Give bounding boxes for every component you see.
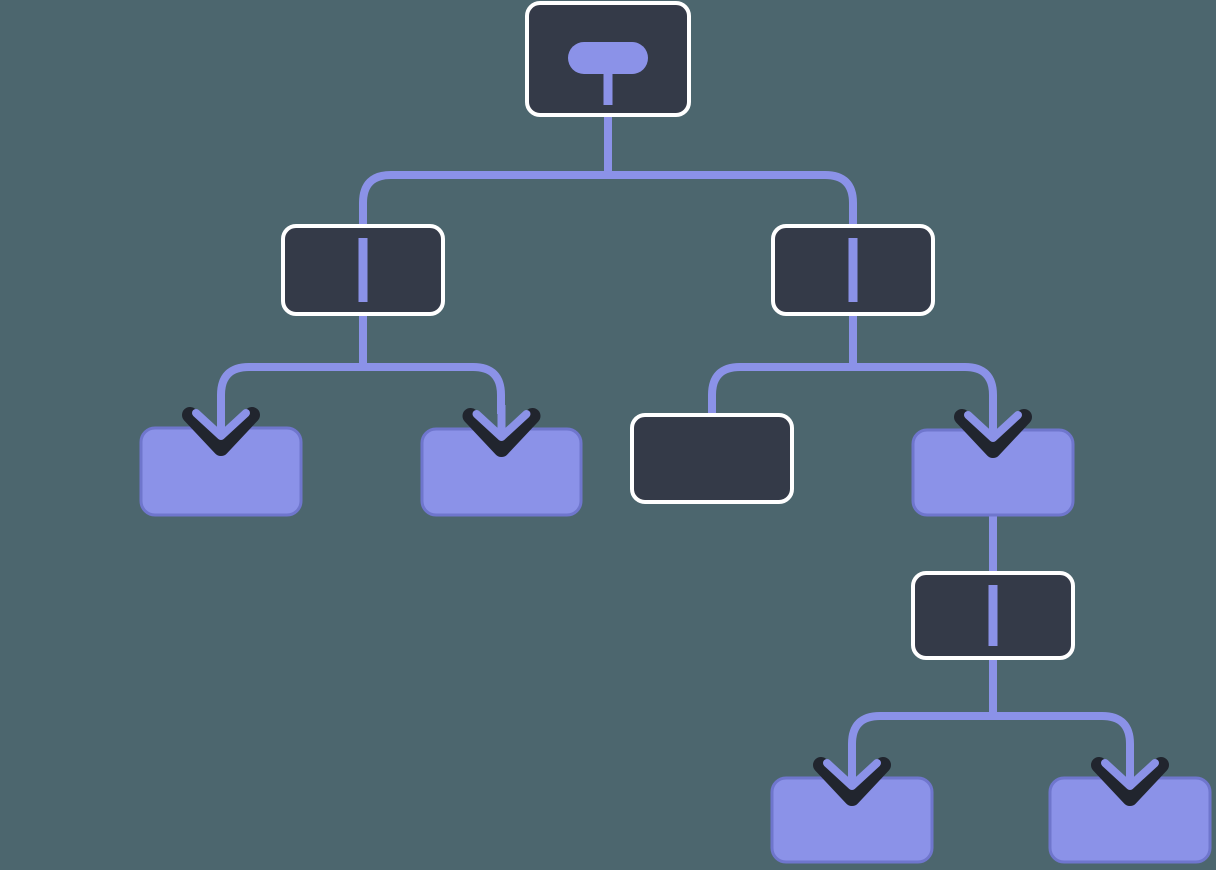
node-box-leaf-dark	[630, 413, 794, 504]
arrow-marker-leaf-left-1	[182, 404, 260, 456]
arrow-marker-leaf-bottom-1	[813, 754, 891, 806]
node-branch-bottom	[911, 571, 1075, 660]
chevron-down-icon	[182, 407, 260, 456]
connector-left-branch-split	[217, 363, 505, 414]
arrow-marker-node-right	[954, 406, 1032, 458]
arrowhead-down-icon	[823, 759, 881, 790]
node-root	[525, 1, 691, 117]
node-leaf-dark	[630, 413, 794, 504]
connector-right-branch-split	[708, 363, 997, 438]
root-pill-icon	[568, 42, 648, 74]
chevron-down-icon	[1091, 757, 1169, 806]
chevron-down-icon	[462, 408, 541, 457]
arrowhead-down-icon	[192, 409, 250, 440]
arrowhead-down-icon	[964, 411, 1022, 442]
connector-level-1-split	[359, 171, 857, 258]
chevron-down-icon	[813, 757, 891, 806]
arrow-marker-leaf-bottom-2	[1091, 754, 1169, 806]
arrowhead-down-icon	[472, 410, 531, 441]
chevron-down-icon	[954, 409, 1032, 458]
node-branch-left	[281, 224, 445, 316]
node-branch-right	[771, 224, 935, 316]
arrow-marker-leaf-left-2	[462, 405, 541, 457]
connector-bottom-split	[848, 712, 1134, 762]
arrowhead-down-icon	[1101, 759, 1159, 790]
